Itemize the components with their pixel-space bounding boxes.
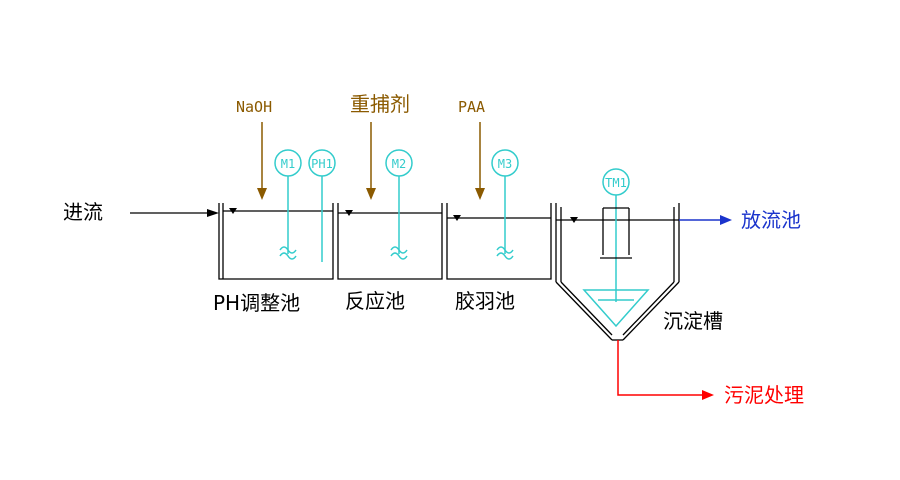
mixer-m1-impeller-icon xyxy=(279,246,297,260)
tank-settling-label: 沉淀槽 xyxy=(663,309,723,333)
sludge-label: 污泥处理 xyxy=(724,383,804,407)
chemical-paa-label: PAA xyxy=(458,98,485,116)
water-levels xyxy=(223,210,679,221)
instruments xyxy=(274,149,650,328)
sludge-arrow xyxy=(702,390,714,400)
center-well xyxy=(600,207,632,259)
mixer-m3-impeller-icon xyxy=(496,246,514,260)
chemical-naoh-label: NaOH xyxy=(236,98,272,116)
instrument-m3-label: M3 xyxy=(498,157,512,171)
chemical-paa-arrow xyxy=(475,188,485,200)
sludge-line xyxy=(617,340,704,396)
level-markers xyxy=(229,208,578,223)
chemical-naoh-arrow xyxy=(257,188,267,200)
inlet-label: 进流 xyxy=(63,200,103,224)
outlet-arrow xyxy=(720,215,732,225)
instrument-tm1-label: TM1 xyxy=(605,176,627,190)
outlet-label: 放流池 xyxy=(741,208,801,232)
mixer-m2-impeller-icon xyxy=(390,246,408,260)
chemical-precipitant-label: 重捕剂 xyxy=(350,92,410,116)
instrument-ph1-label: PH1 xyxy=(311,157,333,171)
instrument-m2-label: M2 xyxy=(392,157,406,171)
tank-reaction-label: 反应池 xyxy=(345,289,405,313)
tank-flocculation-label: 胶羽池 xyxy=(455,289,515,313)
chemical-precipitant-arrow xyxy=(366,188,376,200)
scraper-cone-icon xyxy=(582,289,650,328)
inlet-arrow xyxy=(207,209,219,217)
instrument-m1-label: M1 xyxy=(281,157,295,171)
tank-ph-adjust-label: PH调整池 xyxy=(213,291,300,315)
